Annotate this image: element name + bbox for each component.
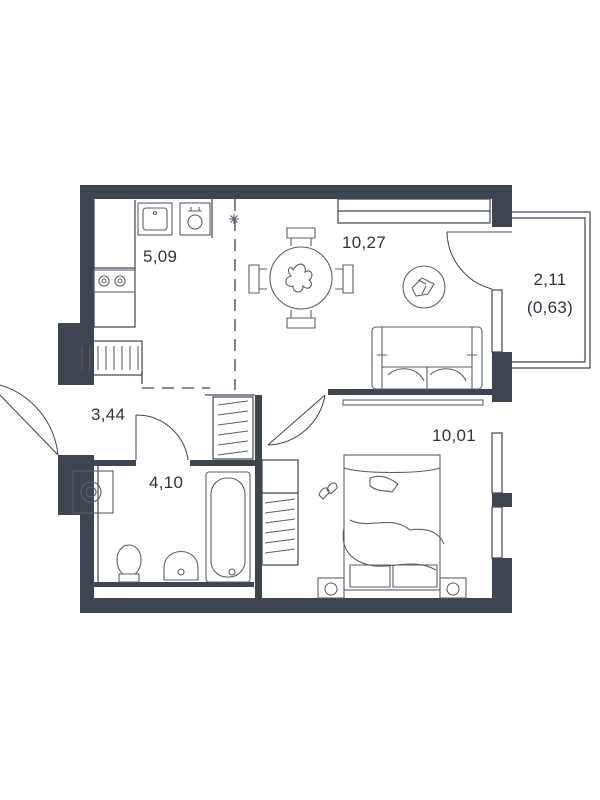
wall-left-upper <box>80 185 94 325</box>
wall-right-top <box>492 185 512 227</box>
kitchen-fixtures <box>93 199 239 293</box>
wall-bath-top <box>94 460 136 466</box>
radiator <box>73 340 143 376</box>
zone-lines <box>141 199 236 390</box>
room-area-balcony: 2,11 <box>533 270 567 289</box>
dishwasher-icon <box>179 202 211 236</box>
tv-unit <box>342 399 484 406</box>
balcony-door <box>446 231 512 290</box>
room-area-bedroom: 10,01 <box>432 426 477 445</box>
toilet-icon <box>116 544 142 583</box>
storage <box>73 340 299 566</box>
wall-bath-inner <box>94 582 254 587</box>
nightstand-right <box>439 577 467 599</box>
bathtub-icon <box>205 471 251 583</box>
wall-left-bottom <box>80 455 94 613</box>
wall-top <box>80 185 512 199</box>
washing-machine-icon <box>72 470 114 514</box>
partitions <box>93 198 591 582</box>
wardrobe-bedroom <box>261 459 299 566</box>
doors <box>0 231 512 461</box>
room-area-kitchen: 5,09 <box>143 247 178 266</box>
slippers-icon <box>318 482 338 500</box>
walls <box>58 185 512 613</box>
wardrobe-hall <box>212 396 254 460</box>
entrance-door <box>0 384 59 456</box>
dining-table-icon <box>248 227 354 329</box>
window-bedroom-2 <box>491 506 503 559</box>
window-bedroom-1 <box>491 432 503 494</box>
balcony-outline <box>512 211 591 369</box>
bathroom-fixtures <box>72 470 251 583</box>
bathroom-door <box>135 414 189 461</box>
bedroom-furniture <box>317 399 484 599</box>
wall-right-low <box>492 493 512 507</box>
plant-icon <box>402 265 446 309</box>
bed-icon <box>343 454 441 591</box>
sink-icon <box>137 202 173 236</box>
window-balcony <box>491 289 503 353</box>
wall-right-bottom <box>492 558 512 613</box>
room-area-hallway: 3,44 <box>91 405 126 424</box>
room-area-balcony-reduced: (0,63) <box>526 298 574 317</box>
room-area-bathroom: 4,10 <box>149 473 184 492</box>
room-area-living: 10,27 <box>342 233 387 252</box>
stove-icon <box>93 269 136 293</box>
washbasin-icon <box>163 551 199 581</box>
wall-bedroom-top <box>328 389 512 395</box>
living-furniture <box>371 265 483 390</box>
wall-bottom <box>80 598 512 613</box>
nightstand-left <box>317 577 345 599</box>
wall-hall-divider <box>255 395 262 605</box>
hood-icon <box>229 214 239 224</box>
wall-bath-top-2 <box>190 460 255 466</box>
bedroom-door <box>267 394 326 446</box>
wall-left-pier <box>58 323 94 385</box>
